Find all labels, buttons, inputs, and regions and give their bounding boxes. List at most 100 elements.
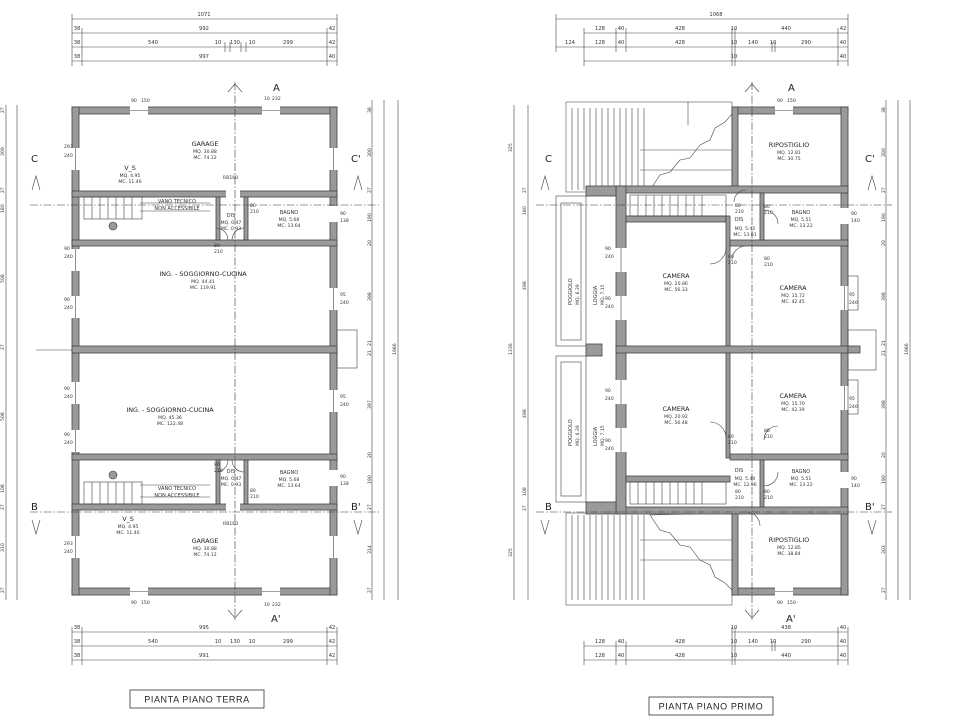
dim-label: 995 bbox=[199, 625, 209, 631]
section-mark-b: B bbox=[31, 502, 38, 513]
roof-hatch-bottom bbox=[565, 512, 733, 606]
dim-label: 40 bbox=[840, 625, 847, 631]
room-name: CAMERA bbox=[663, 405, 691, 413]
dim-label: 108 bbox=[0, 484, 6, 493]
dim-label: 38 bbox=[881, 107, 887, 113]
opening-label: 95 bbox=[849, 396, 855, 402]
dim-label: 38 bbox=[74, 26, 81, 32]
room-name: DIS bbox=[735, 468, 744, 474]
opening-label: 10 bbox=[264, 96, 270, 102]
room-area: MQ. 15.72 bbox=[781, 293, 805, 299]
room-volume: MC. 56.48 bbox=[664, 420, 687, 426]
plan-piano-terra: 1071 38 992 42 38 540 10 130 10 299 42 3… bbox=[0, 12, 399, 709]
room-name: LOGGIA bbox=[593, 285, 599, 305]
opening-label: 90 bbox=[605, 296, 611, 302]
section-mark-c: C bbox=[545, 154, 552, 165]
dim-label: 108 bbox=[522, 487, 528, 496]
dim-label: 10 bbox=[249, 40, 256, 46]
dim-label: 10 bbox=[215, 639, 222, 645]
dim-label: 508 bbox=[0, 412, 6, 421]
dim-label: 540 bbox=[148, 639, 158, 645]
room-name: DIS bbox=[735, 217, 744, 223]
dim-label: 38 bbox=[74, 625, 81, 631]
stairs-bottom bbox=[83, 470, 210, 505]
roof-hatch-top bbox=[565, 101, 733, 193]
stairs-bottom bbox=[629, 481, 727, 505]
dim-label: 40 bbox=[840, 639, 847, 645]
opening-label: 210 bbox=[764, 262, 773, 268]
opening-label: 140 bbox=[851, 483, 860, 489]
dim-label: 991 bbox=[199, 653, 209, 659]
opening-label: 90 bbox=[131, 600, 137, 606]
dim-label: 140 bbox=[748, 40, 758, 46]
doors bbox=[709, 189, 779, 527]
opening-label: 240 bbox=[64, 394, 73, 400]
opening-label: 80 bbox=[764, 204, 770, 210]
opening-label: 240 bbox=[64, 440, 73, 446]
section-mark-a-prime: A' bbox=[786, 614, 796, 625]
dim-label: 42 bbox=[329, 653, 336, 659]
opening-label: 95 bbox=[340, 394, 346, 400]
dim-label: 290 bbox=[801, 639, 811, 645]
opening-label: 240 bbox=[64, 305, 73, 311]
room-name: POGGIOLO bbox=[568, 278, 574, 305]
dim-label: 27 bbox=[522, 187, 528, 193]
dim-label: 10 bbox=[249, 639, 256, 645]
room-name: V_S bbox=[124, 164, 136, 172]
section-mark-b-prime: B' bbox=[351, 502, 361, 513]
dim-label: 190 bbox=[881, 475, 887, 484]
dim-label: 27 bbox=[0, 587, 6, 593]
opening-label: RB160 bbox=[223, 521, 238, 527]
opening-label: 210 bbox=[764, 495, 773, 501]
opening-label: 240 bbox=[605, 254, 614, 260]
opening-label: 90 bbox=[777, 600, 783, 606]
dim-label: 10 bbox=[215, 40, 222, 46]
room-name: ING. - SOGGIORNO-CUCINA bbox=[159, 270, 247, 278]
dim-label: 128 bbox=[595, 639, 605, 645]
balconies bbox=[555, 195, 587, 503]
left-dimension-chains: 27 309 27 180 508 27 508 108 27 310 27 bbox=[0, 105, 18, 600]
opening-label: 90 bbox=[340, 474, 346, 480]
dim-overall: 1071 bbox=[197, 12, 210, 18]
right-dimension-chains: 38 300 27 190 20 398 21 21 397 20 190 27… bbox=[367, 100, 399, 600]
stairs-top bbox=[629, 194, 727, 217]
opening-label: 90 bbox=[777, 98, 783, 104]
dim-label: 440 bbox=[781, 26, 791, 32]
room-area: MQ. 30.88 bbox=[193, 149, 217, 155]
dim-label: 140 bbox=[748, 639, 758, 645]
dim-label: 398 bbox=[367, 292, 373, 301]
dim-label: 303 bbox=[881, 545, 887, 554]
room-area: MQ. 12.85 bbox=[777, 545, 801, 551]
dim-total: 1986 bbox=[392, 343, 398, 355]
dim-label: 310 bbox=[0, 543, 6, 552]
dim-label: 10 bbox=[770, 639, 777, 645]
dim-label: 10 bbox=[731, 54, 738, 60]
dim-label: 10 bbox=[731, 653, 738, 659]
room-volume: MC. 74.12 bbox=[193, 155, 216, 161]
dim-label: 40 bbox=[618, 653, 625, 659]
room-area: MQ. 20.92 bbox=[664, 414, 688, 420]
dim-label: 27 bbox=[0, 107, 6, 113]
plan-piano-primo: 1068 128 40 428 10 440 42 124 128 40 428… bbox=[508, 12, 911, 716]
column-icon bbox=[108, 221, 118, 231]
opening-label: 240 bbox=[605, 446, 614, 452]
dim-label: 10 bbox=[731, 639, 738, 645]
room-area: MQ. 5.51 bbox=[791, 217, 812, 223]
dim-label: 27 bbox=[522, 505, 528, 511]
dim-label: 314 bbox=[367, 545, 373, 554]
dim-label: 40 bbox=[329, 54, 336, 60]
opening-label: 90 bbox=[605, 246, 611, 252]
dim-label: 299 bbox=[283, 40, 293, 46]
dim-label: 438 bbox=[781, 625, 791, 631]
dim-label: 540 bbox=[148, 40, 158, 46]
dim-label: 124 bbox=[565, 40, 576, 46]
opening-label: 210 bbox=[764, 434, 773, 440]
room-sub: NON ACCESSIBILE bbox=[154, 206, 199, 212]
dim-label: 992 bbox=[199, 26, 209, 32]
opening-label: 80 bbox=[250, 488, 256, 494]
room-name: BAGNO bbox=[280, 210, 298, 216]
room-area: MQ. 5.40 bbox=[735, 476, 756, 482]
dim-label: 190 bbox=[881, 213, 887, 222]
section-mark-c-prime: C' bbox=[351, 154, 361, 165]
room-area: MQ. 5.42 bbox=[735, 226, 756, 232]
